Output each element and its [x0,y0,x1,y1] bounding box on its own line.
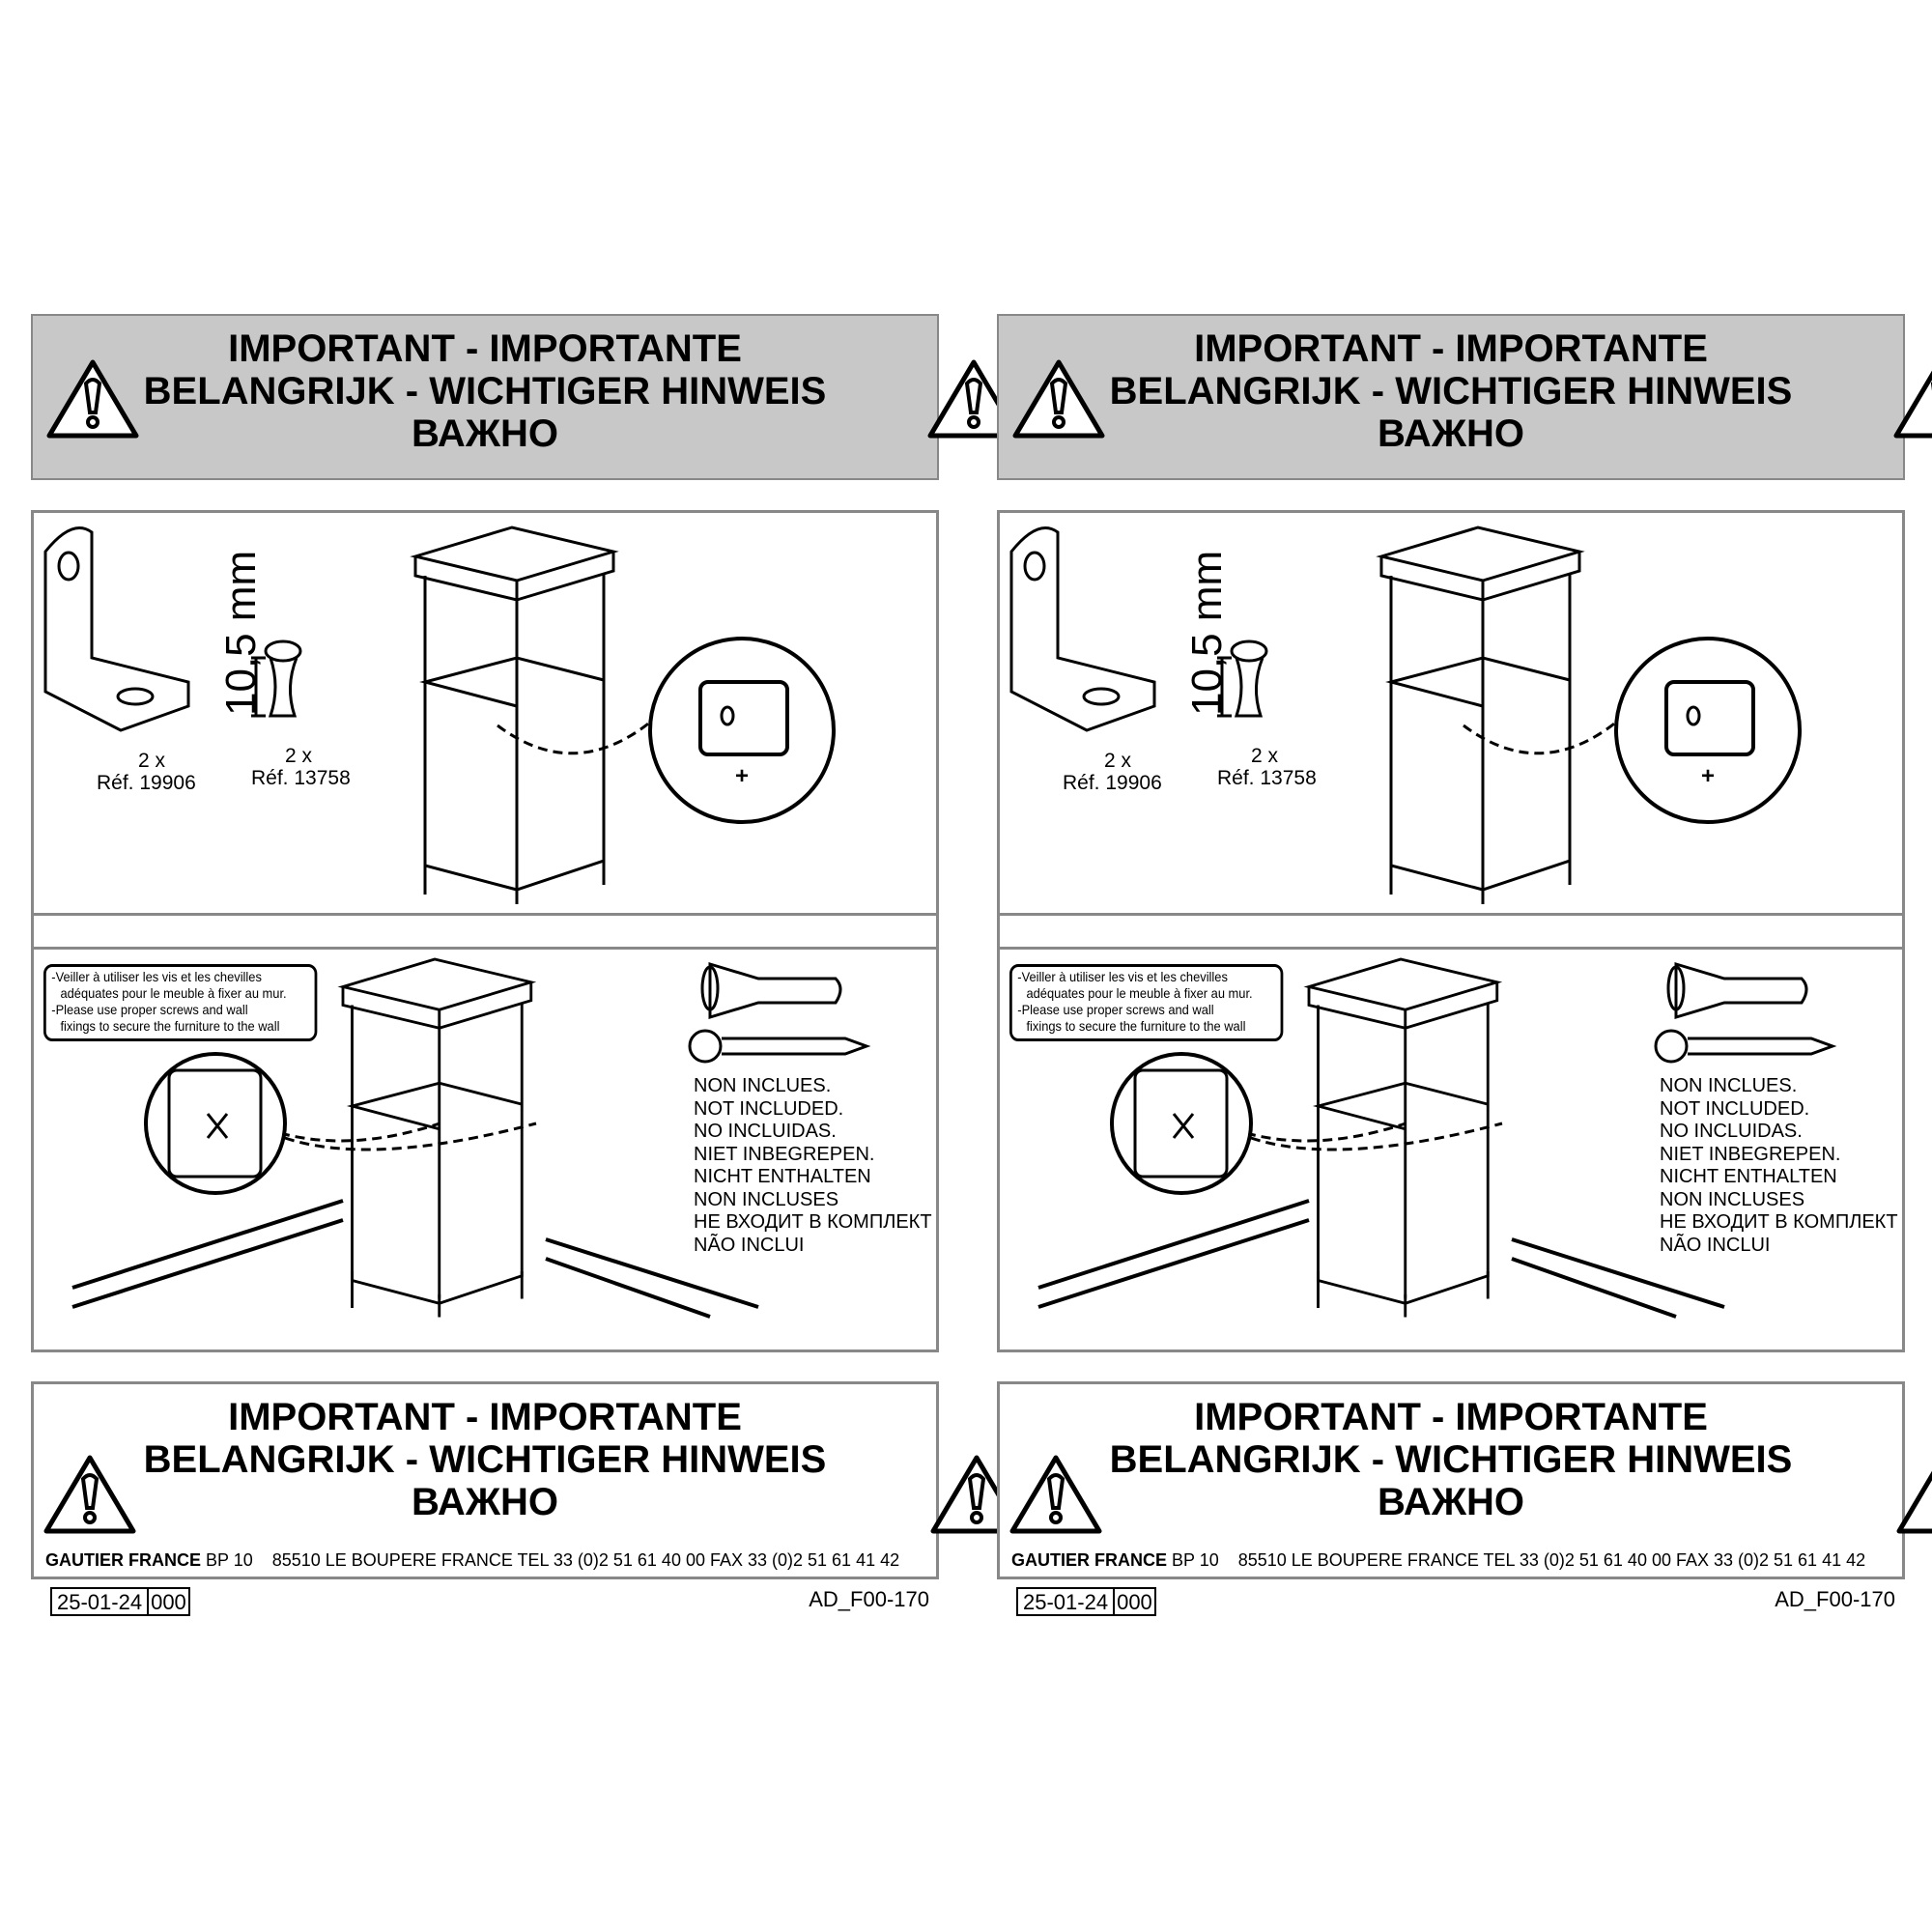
header-line-2: BELANGRIJK - WICHTIGER HINWEIS [1109,370,1793,412]
header-line-2: BELANGRIJK - WICHTIGER HINWEIS [143,370,827,412]
header-line-1: IMPORTANT - IMPORTANTE [228,327,742,370]
address-text: BP 10 85510 LE BOUPERE FRANCE TEL 33 (0)… [1172,1550,1866,1570]
revision: 000 [1113,1589,1154,1614]
wall-fixing-illustration [71,957,871,1319]
parts-panel: + 10,5 mm 2 x Réf. 19906 2 x Réf. 13758 [997,510,1905,916]
wall-fixing-note: -Veiller à utiliser les vis et les chevi… [1009,964,1284,1041]
divider-strip [997,913,1905,950]
header-line-3: ВАЖНО [1378,412,1524,455]
not-included-item: NICHT ENTHALTEN [1660,1166,1837,1187]
note-en-line-1: -Please use proper screws and wall [51,1002,248,1017]
not-included-item: NICHT ENTHALTEN [694,1166,871,1187]
company-address: GAUTIER FRANCE BP 10 85510 LE BOUPERE FR… [1011,1550,1865,1571]
svg-text:+: + [735,763,749,789]
dimension-label: 10,5 mm [1183,550,1231,716]
wall-fixing-illustration [1037,957,1837,1319]
not-included-item: НЕ ВХОДИТ В КОМПЛЕКТ [694,1211,932,1233]
note-en-line-1: -Please use proper screws and wall [1017,1002,1214,1017]
note-en-line-2: fixings to secure the furniture to the w… [1026,1018,1246,1034]
address-text: BP 10 85510 LE BOUPERE FRANCE TEL 33 (0)… [206,1550,900,1570]
date: 25-01-24 [57,1590,143,1614]
wall-fixing-panel: -Veiller à utiliser les vis et les chevi… [31,947,939,1352]
note-fr-line-1: -Veiller à utiliser les vis et les chevi… [1017,969,1228,984]
not-included-item: NIET INBEGREPEN. [694,1143,875,1165]
warning-header: IMPORTANT - IMPORTANTE BELANGRIJK - WICH… [997,314,1932,480]
header-line-3: ВАЖНО [412,412,558,455]
company-name: GAUTIER FRANCE [45,1550,201,1570]
date: 25-01-24 [1023,1590,1109,1614]
footer-line-2: BELANGRIJK - WICHTIGER HINWEIS [1109,1438,1793,1481]
note-en-line-2: fixings to secure the furniture to the w… [60,1018,280,1034]
not-included-item: NON INCLUES. [1660,1075,1798,1096]
dimension-label: 10,5 mm [217,550,265,716]
warning-footer: IMPORTANT - IMPORTANTE BELANGRIJK - WICH… [31,1381,1023,1579]
document-code: AD_F00-170 [1775,1587,1895,1611]
header-line-1: IMPORTANT - IMPORTANTE [1194,327,1708,370]
warning-icon [1896,1470,1932,1534]
revision: 000 [147,1589,188,1614]
not-included-item: NOT INCLUDED. [694,1097,844,1120]
not-included-list: NON INCLUES.NOT INCLUDED.NO INCLUIDAS.NI… [694,1075,932,1257]
wall-fixing-panel: -Veiller à utiliser les vis et les chevi… [997,947,1905,1352]
bracket-reference: Réf. 19906 [97,772,196,794]
parts-panel: + 10,5 mm 2 x Réf. 19906 2 x Réf. 13758 [31,510,939,916]
instruction-sheet: IMPORTANT - IMPORTANTE BELANGRIJK - WICH… [997,0,1932,1932]
note-fr-line-2: adéquates pour le meuble à fixer au mur. [1026,985,1253,1001]
wall-fixing-note: -Veiller à utiliser les vis et les chevi… [43,964,318,1041]
footer-line-3: ВАЖНО [412,1481,558,1523]
not-included-item: NO INCLUIDAS. [694,1121,837,1142]
cam-reference: Réf. 13758 [1217,767,1317,789]
instruction-sheet: IMPORTANT - IMPORTANTE BELANGRIJK - WICH… [31,0,1023,1932]
not-included-item: NON INCLUSES [1660,1188,1805,1210]
warning-icon [1012,359,1105,439]
warning-icon [927,359,1020,439]
warning-icon [1893,370,1932,439]
bracket-quantity: 2 x [1104,750,1132,772]
warning-footer: IMPORTANT - IMPORTANTE BELANGRIJK - WICH… [997,1381,1932,1579]
not-included-item: NOT INCLUDED. [1660,1097,1810,1120]
not-included-item: NO INCLUIDAS. [1660,1121,1803,1142]
footer-line-1: IMPORTANT - IMPORTANTE [1194,1396,1708,1438]
not-included-item: NIET INBEGREPEN. [1660,1143,1841,1165]
divider-strip [31,913,939,950]
cabinet-bracket-illustration: + [1009,526,1802,904]
not-included-item: НЕ ВХОДИТ В КОМПЛЕКТ [1660,1211,1898,1233]
not-included-list: NON INCLUES.NOT INCLUDED.NO INCLUIDAS.NI… [1660,1075,1898,1257]
not-included-item: NÃO INCLUI [1660,1234,1771,1256]
not-included-item: NÃO INCLUI [694,1234,805,1256]
warning-icon [1009,1455,1102,1534]
note-fr-line-2: adéquates pour le meuble à fixer au mur. [60,985,287,1001]
cabinet-bracket-illustration: + [43,526,836,904]
footer-line-1: IMPORTANT - IMPORTANTE [228,1396,742,1438]
footer-line-3: ВАЖНО [1378,1481,1524,1523]
warning-icon [43,1455,136,1534]
company-address: GAUTIER FRANCE BP 10 85510 LE BOUPERE FR… [45,1550,899,1571]
svg-text:+: + [1701,763,1715,789]
warning-header: IMPORTANT - IMPORTANTE BELANGRIJK - WICH… [31,314,1020,480]
not-included-item: NON INCLUES. [694,1075,832,1096]
not-included-item: NON INCLUSES [694,1188,839,1210]
footer-line-2: BELANGRIJK - WICHTIGER HINWEIS [143,1438,827,1481]
company-name: GAUTIER FRANCE [1011,1550,1167,1570]
warning-icon [46,359,139,439]
bracket-quantity: 2 x [138,750,166,772]
note-fr-line-1: -Veiller à utiliser les vis et les chevi… [51,969,262,984]
bracket-reference: Réf. 19906 [1063,772,1162,794]
cam-quantity: 2 x [285,745,313,767]
cam-reference: Réf. 13758 [251,767,351,789]
cam-quantity: 2 x [1251,745,1279,767]
document-code: AD_F00-170 [809,1587,929,1611]
